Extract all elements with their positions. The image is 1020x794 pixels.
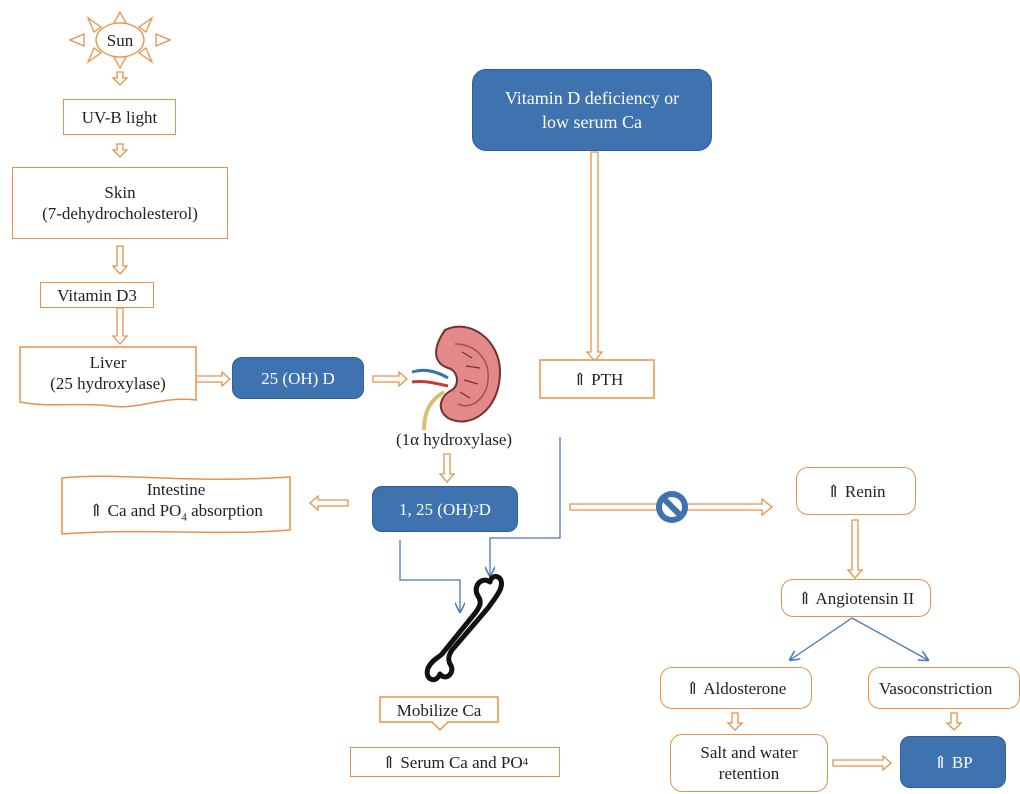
sun-label: Sun (106, 30, 134, 50)
intestine-body: ⇑ Ca and PO4 absorption (89, 500, 263, 528)
hydroxylase-label: (1α hydroxylase) (395, 429, 513, 449)
mobilize-node: Mobilize Ca (396, 700, 482, 720)
intestine-body-prefix: ⇑ Ca and PO (89, 501, 182, 521)
calcitriol-prefix: 1, 25 (OH) (399, 499, 474, 519)
liver-box-shape (19, 346, 197, 408)
liver-node: Liver (25 hydroxylase) (50, 353, 166, 393)
angiotensin-node: ⇑ Angiotensin II (781, 579, 931, 617)
salt-node: Salt and water retention (670, 734, 828, 792)
calcitriol-sub: 2 (473, 502, 479, 515)
sun-icon (68, 10, 172, 70)
mobilize-box-shape (379, 696, 499, 732)
serum-prefix: ⇑ Serum Ca and PO (381, 752, 523, 772)
renin-node: ⇑ Renin (796, 467, 916, 515)
serum-sub: 4 (522, 755, 529, 768)
vitamin-d3-node: Vitamin D3 (40, 282, 154, 308)
25-oh-d-node: 25 (OH) D (232, 357, 364, 399)
intestine-body-suffix: absorption (186, 501, 263, 521)
flow-arrows-left (111, 71, 963, 772)
deficiency-node: Vitamin D deficiency or low serum Ca (472, 69, 712, 151)
kidney-icon (411, 325, 502, 431)
bone-icon (424, 574, 504, 683)
pth-node: ⇑ PTH (572, 369, 624, 389)
intestine-title: Intestine (146, 480, 206, 500)
calcitriol-suffix: D (478, 499, 491, 519)
pth-box-shape (539, 359, 655, 399)
calcitriol-node: 1, 25 (OH)2 D (372, 486, 518, 532)
intestine-body-sub: 4 (181, 511, 187, 524)
aldosterone-node: ⇑ Aldosterone (660, 667, 812, 709)
prohibited-icon (656, 491, 688, 523)
intestine-box-shape (61, 475, 291, 535)
uvb-node: UV-B light (63, 99, 176, 135)
intestine-node: Intestine ⇑ Ca and PO4 absorption (62, 480, 290, 528)
bp-node: ⇑ BP (900, 736, 1006, 788)
blue-connectors (399, 437, 928, 660)
skin-node: Skin (7-dehydrocholesterol) (12, 167, 228, 239)
vasoconstriction-node: Vasoconstriction (868, 667, 1020, 709)
